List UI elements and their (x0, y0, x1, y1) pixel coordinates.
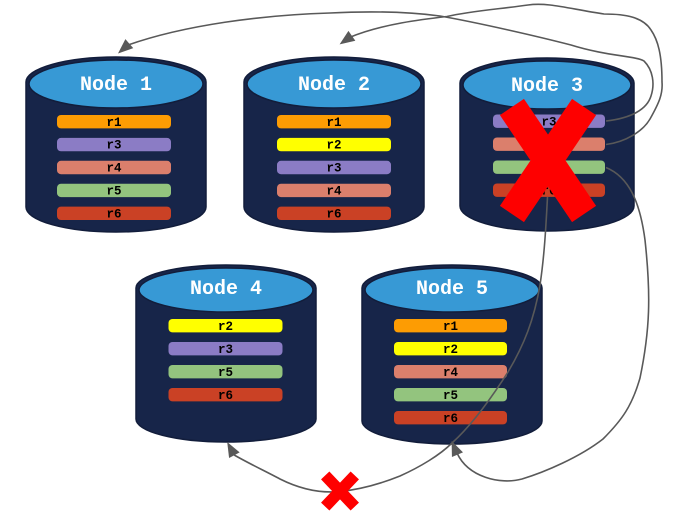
svg-text:r4: r4 (443, 366, 459, 380)
svg-text:r2: r2 (443, 343, 458, 357)
svg-text:Node 2: Node 2 (298, 74, 370, 97)
svg-text:r4: r4 (106, 162, 122, 176)
svg-text:r6: r6 (326, 207, 341, 221)
svg-text:r5: r5 (443, 389, 458, 403)
svg-text:Node 4: Node 4 (190, 278, 262, 301)
svg-text:r6: r6 (443, 412, 458, 426)
svg-text:r3: r3 (218, 343, 233, 357)
svg-text:Node 1: Node 1 (80, 74, 152, 97)
svg-text:r2: r2 (326, 139, 341, 153)
svg-text:r1: r1 (326, 116, 341, 130)
svg-text:r3: r3 (326, 162, 341, 176)
svg-text:r1: r1 (443, 320, 458, 334)
svg-text:Node 3: Node 3 (511, 75, 583, 98)
svg-text:r6: r6 (106, 207, 121, 221)
svg-text:r2: r2 (218, 320, 233, 334)
svg-text:Node 5: Node 5 (416, 278, 488, 301)
svg-text:r6: r6 (218, 389, 233, 403)
svg-text:r5: r5 (106, 185, 121, 199)
svg-text:r1: r1 (106, 116, 121, 130)
svg-text:r4: r4 (326, 185, 342, 199)
svg-text:r5: r5 (218, 366, 233, 380)
svg-text:r3: r3 (106, 139, 121, 153)
svg-text:r3: r3 (541, 115, 556, 129)
